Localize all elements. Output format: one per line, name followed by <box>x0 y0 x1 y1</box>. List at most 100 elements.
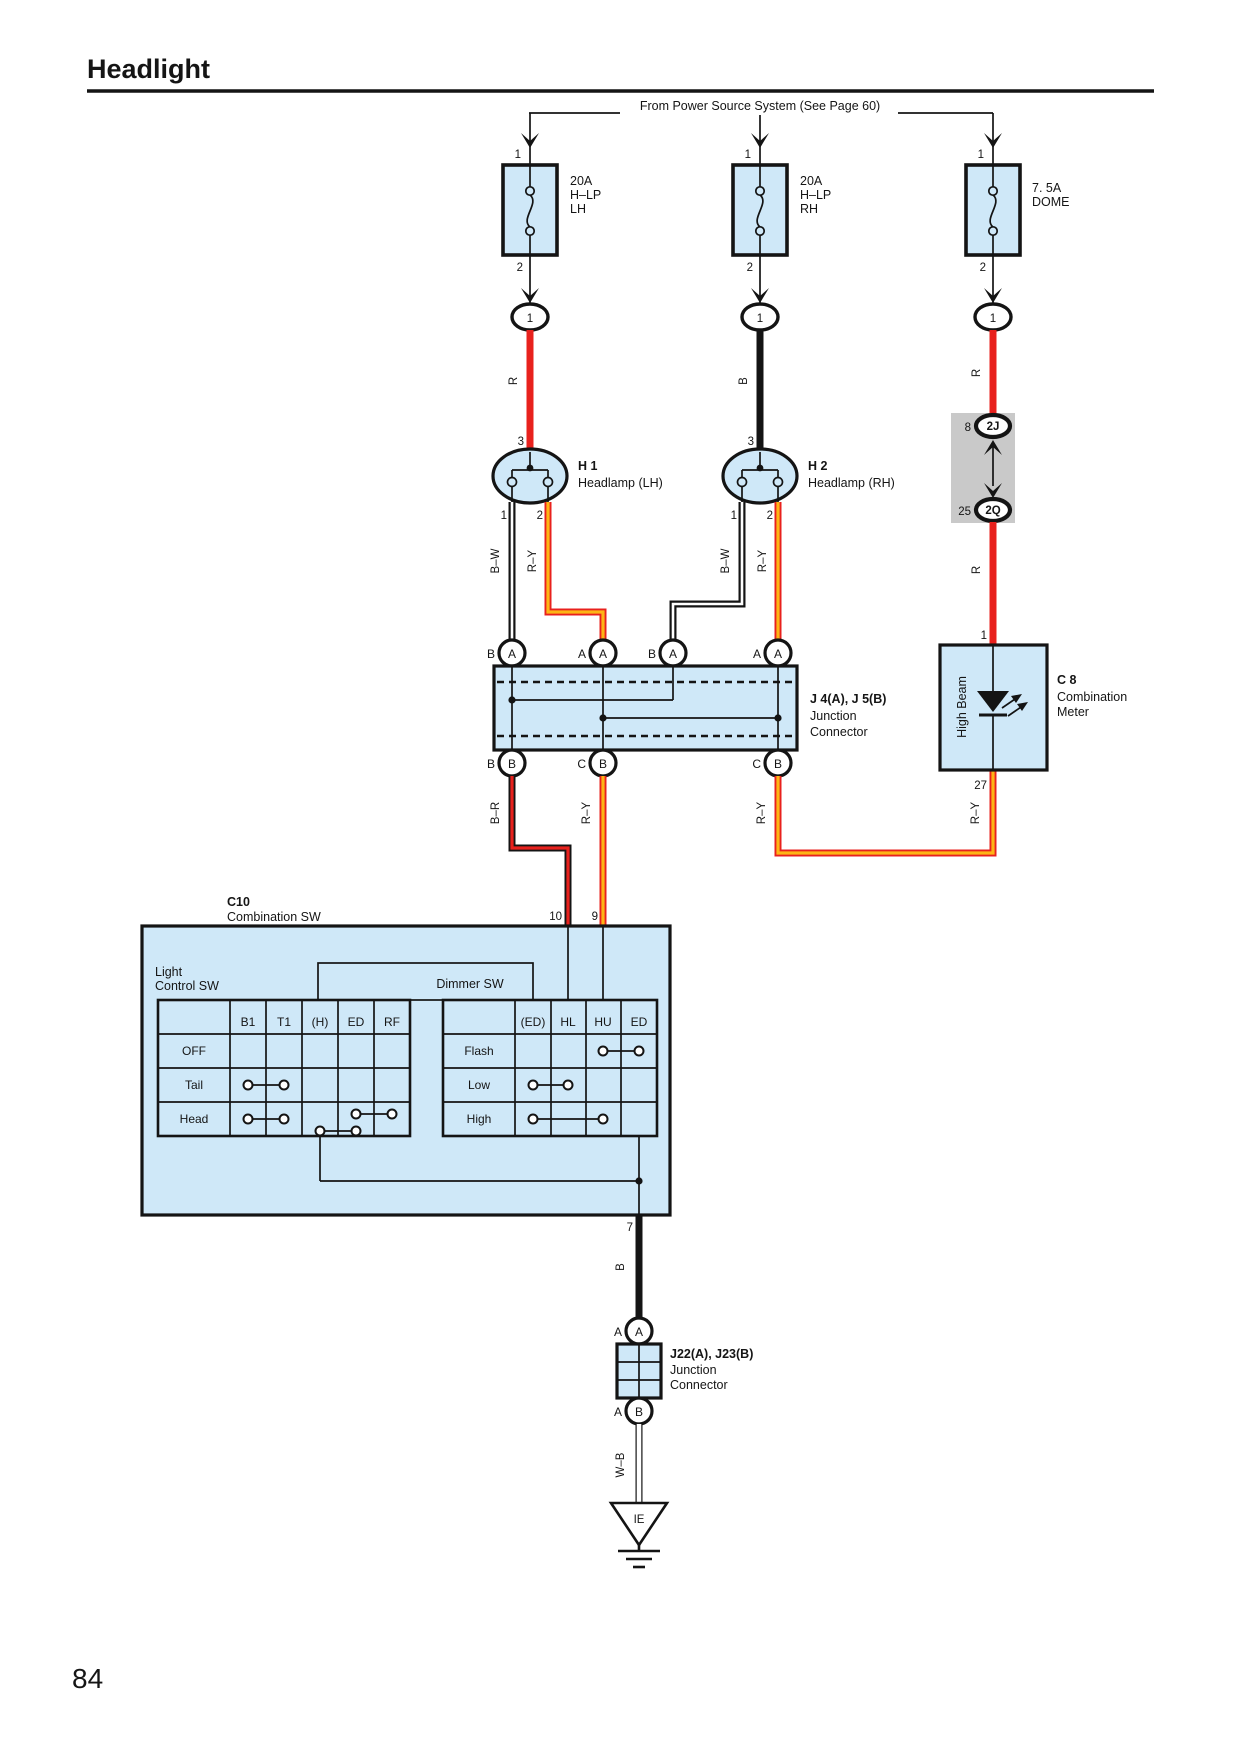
fuse3-rating: 7. 5A <box>1032 181 1062 195</box>
dm-col-hu: HU <box>594 1015 611 1029</box>
c8-name2: Meter <box>1057 705 1089 719</box>
fuse3-pin-in: 1 <box>978 149 984 161</box>
j4-b2-inner: B <box>599 757 607 771</box>
j4-t4-inner: A <box>774 647 782 661</box>
lc-col-ed: ED <box>348 1015 365 1029</box>
lc-row-tail: Tail <box>185 1078 203 1092</box>
ground-code: IE <box>634 1514 645 1526</box>
wire-ry-right: R–Y <box>756 801 768 824</box>
headlamp-rh-pin2: 2 <box>767 510 773 522</box>
dm-row-high: High <box>467 1112 492 1126</box>
lc-row-head: Head <box>180 1112 209 1126</box>
j4-t3-inner: A <box>669 647 677 661</box>
power-source-feed: From Power Source System (See Page 60) 1… <box>515 95 1002 188</box>
dm-col-ed-paren: (ED) <box>521 1015 546 1029</box>
fuse2-pin-in: 1 <box>745 149 751 161</box>
headlamp-lh-pin1: 1 <box>501 510 507 522</box>
contact-head-ed-rf <box>350 1108 398 1120</box>
fuse2-connector-pin: 1 <box>757 313 763 325</box>
page-number: 84 <box>72 1663 103 1694</box>
fuse2-pin-out: 2 <box>747 262 753 274</box>
j4-t1-outer: B <box>487 647 495 661</box>
headlamp-lh-name: Headlamp (LH) <box>578 476 663 490</box>
connector-2j-pin: 8 <box>965 422 971 434</box>
j22-code: J22(A), J23(B) <box>670 1347 753 1361</box>
contact-high-ed-hu <box>527 1113 609 1125</box>
headlamp-lh-pin2: 2 <box>537 510 543 522</box>
junction-output-wires: B–R R–Y R–Y R–Y <box>490 770 997 926</box>
contact-flash-hu-ed <box>597 1045 645 1057</box>
page-title: Headlight <box>87 54 210 84</box>
note-backplate <box>620 95 898 115</box>
dimmer-label: Dimmer SW <box>436 977 504 991</box>
contact-low-ed-hl <box>527 1079 574 1091</box>
lc-row-off: OFF <box>182 1044 206 1058</box>
c10-pin10: 10 <box>549 911 562 923</box>
headlamp-rh-name: Headlamp (RH) <box>808 476 895 490</box>
connector-2j-code: 2J <box>987 421 1000 433</box>
wire-b-ground: B <box>615 1263 627 1271</box>
fuse-hlp-rh: 20A H–LP RH 2 1 <box>731 163 831 332</box>
ground-triangle-icon <box>608 1501 670 1548</box>
feed-wires: R 3 B 3 R <box>508 330 997 450</box>
headlamp-lh: H 1 Headlamp (LH) 1 2 <box>491 447 663 522</box>
connector-2q-pin: 25 <box>958 506 971 518</box>
fuse2-rating: 20A <box>800 174 823 188</box>
fuse1-connector-pin: 1 <box>527 313 533 325</box>
c10-name: Combination SW <box>227 910 321 924</box>
header: Headlight <box>87 54 1154 93</box>
contact-head-h-ed <box>314 1125 362 1137</box>
light-control-sw: Light Control SW B1 T1 (H) ED RF OFF Tai… <box>155 965 412 1138</box>
j4-t4-outer: A <box>753 647 761 661</box>
ground-path: B A A J22(A), J23(B) Junction Connector … <box>608 1215 753 1569</box>
lc-col-rf: RF <box>384 1015 400 1029</box>
wire-color-b-rh: B <box>738 377 750 385</box>
wire-bw-lh: B–W <box>490 548 502 573</box>
c10-pin9: 9 <box>592 911 598 923</box>
j4-code: J 4(A), J 5(B) <box>810 692 886 706</box>
light-control-label2: Control SW <box>155 979 219 993</box>
wire-ry-rh: R–Y <box>757 549 769 572</box>
fuse1-pin-in: 1 <box>515 149 521 161</box>
c8-pin1: 1 <box>981 630 987 642</box>
wire-br: B–R <box>490 802 502 824</box>
j4-t1-inner: A <box>508 647 516 661</box>
combination-meter-c8: 1 High Beam C 8 Combination Meter 27 <box>938 630 1127 792</box>
j22-top-outer: A <box>614 1325 622 1339</box>
dm-col-ed: ED <box>631 1015 648 1029</box>
fuse3-name: DOME <box>1032 195 1070 209</box>
j4-t2-inner: A <box>599 647 607 661</box>
inline-connector-2j-2q: 8 2J 25 2Q R <box>951 412 1015 645</box>
dimmer-sw: Dimmer SW (ED) HL HU ED Flash Low High <box>317 962 659 1138</box>
fuse-hlp-lh: 20A H–LP LH 2 1 <box>501 163 601 332</box>
light-control-label1: Light <box>155 965 183 979</box>
j4-t2-outer: A <box>578 647 586 661</box>
contact-tail-b1-t1 <box>242 1079 290 1091</box>
fuse1-rating: 20A <box>570 174 593 188</box>
fuse-dome: 7. 5A DOME 2 1 <box>964 163 1070 332</box>
fuse2-name: H–LP <box>800 188 831 202</box>
fuse1-pin-out: 2 <box>517 262 523 274</box>
j4-b1-inner: B <box>508 757 516 771</box>
j22-bottom-inner: B <box>635 1405 643 1419</box>
j4-b3-outer: C <box>752 757 761 771</box>
junction-connector-j22-j23: A A J22(A), J23(B) Junction Connector A … <box>614 1316 753 1426</box>
wire-ry-lh: R–Y <box>527 549 539 572</box>
high-beam-label: High Beam <box>955 676 969 738</box>
c8-code: C 8 <box>1057 673 1077 687</box>
h1-pin3: 3 <box>518 436 524 448</box>
j4-name2: Connector <box>810 725 868 739</box>
wire-color-r-dome: R <box>971 369 983 377</box>
ground-symbol: IE <box>608 1501 670 1569</box>
wire-color-r-lh: R <box>508 377 520 385</box>
lc-col-h: (H) <box>312 1015 329 1029</box>
j22-top-inner: A <box>635 1325 643 1339</box>
dm-row-flash: Flash <box>464 1044 493 1058</box>
junction-connector-j4-j5: B A A A B A A A B B C B C B J 4(A), J 5(… <box>487 638 886 778</box>
fuse2-location: RH <box>800 202 818 216</box>
dm-row-low: Low <box>468 1078 490 1092</box>
wire-ry-mid: R–Y <box>581 801 593 824</box>
high-beam-indicator-icon <box>977 691 1009 712</box>
